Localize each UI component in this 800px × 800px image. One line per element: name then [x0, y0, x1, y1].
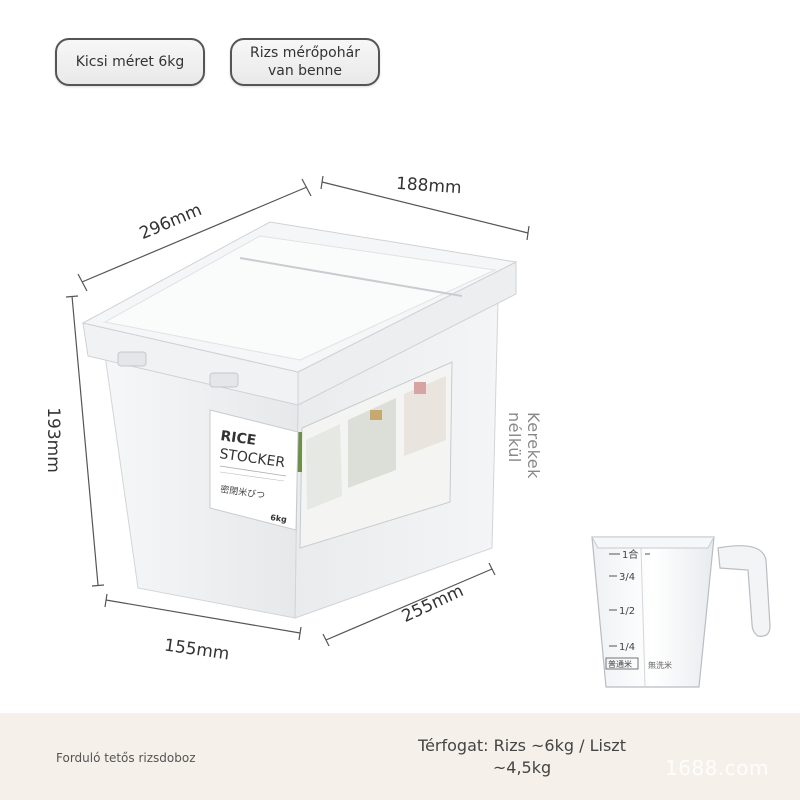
cup-mark-3-4: 3/4: [619, 572, 635, 583]
capacity-text: Térfogat: Rizs ~6kg / Liszt ~4,5kg: [418, 736, 626, 777]
rice-box-illustration: RICE STOCKER 密閉米びつ 6kg: [81, 221, 518, 619]
watermark: 1688.com: [665, 756, 769, 780]
measuring-cup-tag-label: Rizs mérőpohár van benne: [250, 45, 360, 79]
footer-band: Forduló tetős rizsdoboz Térfogat: Rizs ~…: [0, 713, 800, 800]
cup-mark-1-4: 1/4: [619, 642, 635, 653]
dimension-lines: [65, 175, 530, 647]
cup-mark-1-2: 1/2: [619, 606, 635, 617]
cup-label-regular: 普通米: [608, 659, 632, 669]
dimension-height-label: 193mm: [42, 407, 63, 473]
product-name: Forduló tetős rizsdoboz: [56, 751, 196, 765]
measuring-cup-illustration: 1合 3/4 1/2 1/4 普通米 無洗米: [591, 536, 771, 688]
no-wheels-note: Kerekek nélkül: [505, 412, 543, 479]
size-tag: Kicsi méret 6kg: [55, 38, 205, 86]
cup-mark-1: 1合: [622, 548, 638, 561]
measuring-cup-tag: Rizs mérőpohár van benne: [230, 38, 380, 86]
cup-label-wash-free: 無洗米: [648, 660, 672, 670]
product-illustration: RICE STOCKER 密閉米びつ 6kg 1合 3/4 1/2 1/4 普通…: [65, 175, 771, 688]
size-tag-label: Kicsi méret 6kg: [75, 54, 185, 70]
box-label-capacity: 6kg: [270, 513, 288, 524]
box-label-brand-line1: RICE: [219, 428, 257, 449]
